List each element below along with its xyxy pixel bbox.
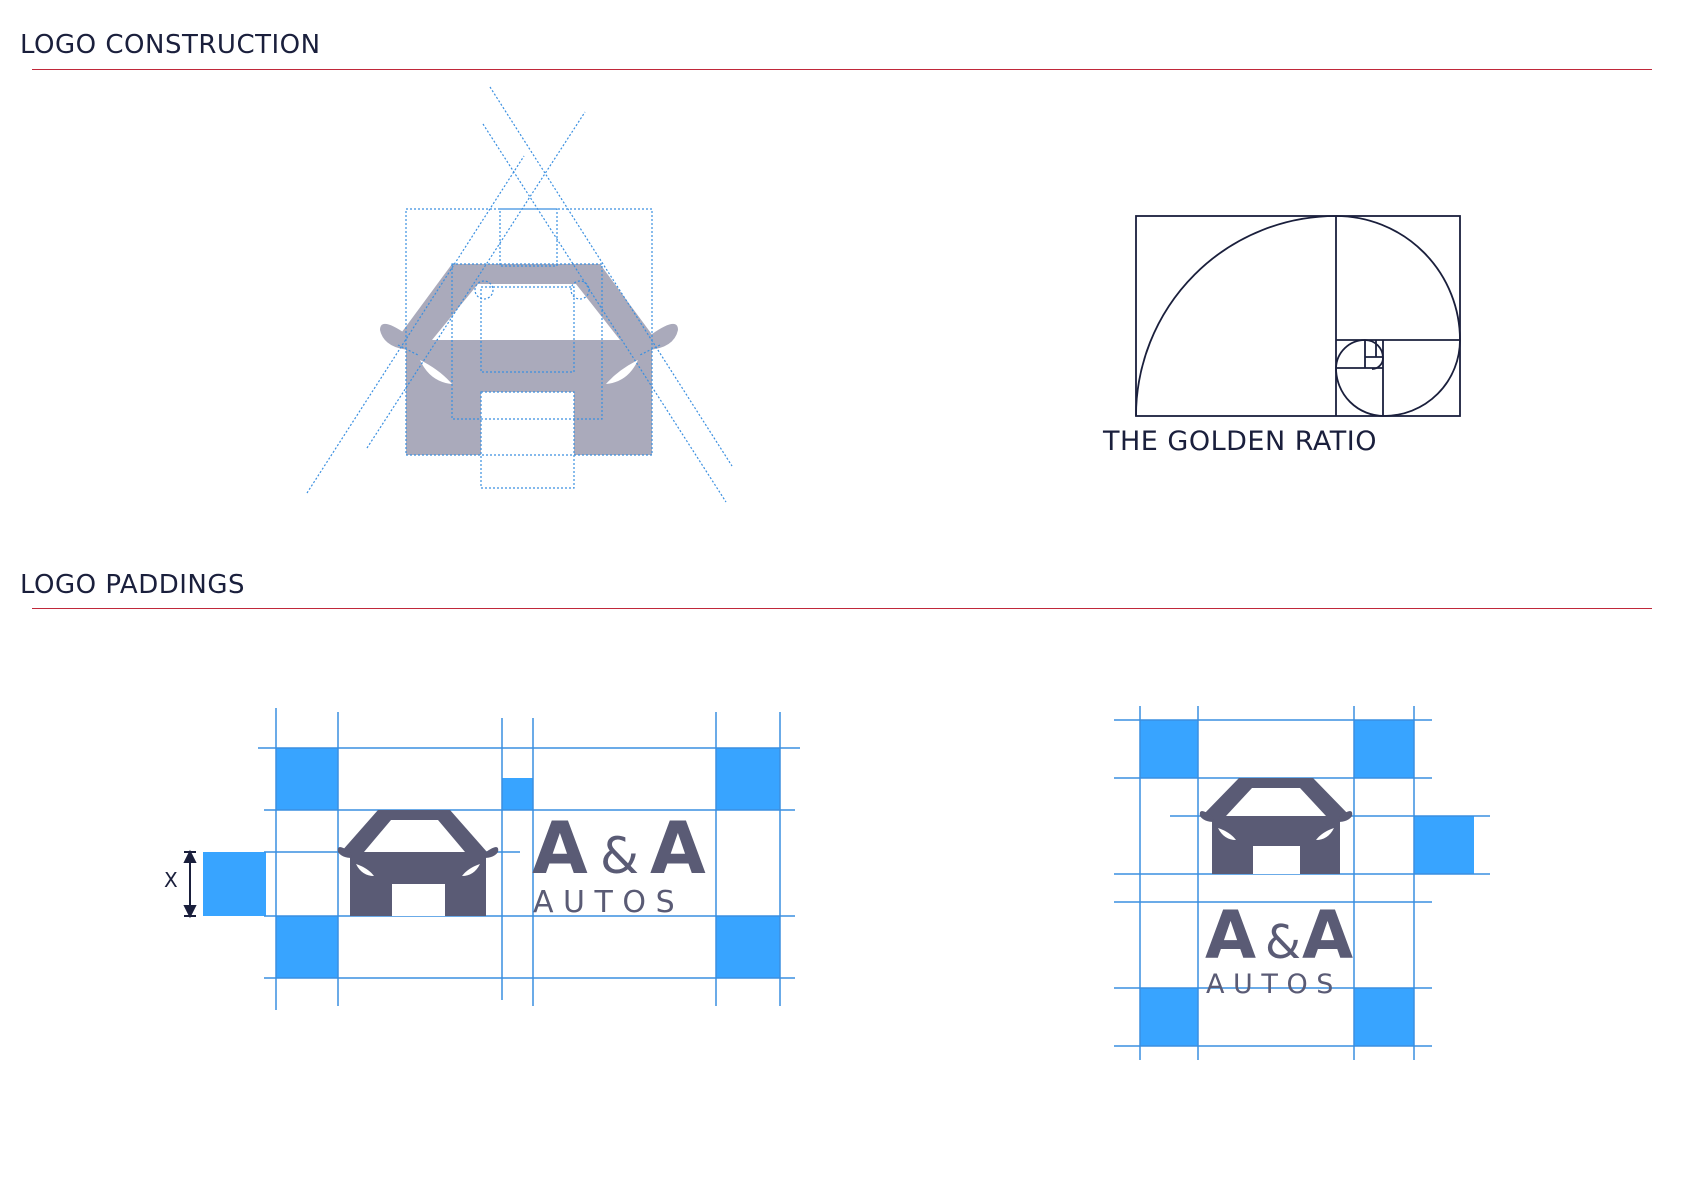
construction-guides [306, 86, 733, 503]
brand-name-a1: A [532, 806, 588, 890]
section-rule-construction [32, 69, 1652, 70]
brand-name-a2: A [650, 806, 706, 890]
brand-ampersand-stacked: & [1265, 915, 1301, 969]
brand-tagline: A U T O S [533, 885, 675, 920]
padding-blocks [203, 748, 780, 978]
x-unit-label: X [164, 868, 178, 892]
section-title-paddings: LOGO PADDINGS [20, 570, 246, 600]
brand-car-icon [337, 810, 499, 916]
brand-car-icon-stacked [1199, 778, 1353, 874]
construction-car-logo [380, 264, 678, 455]
golden-ratio-caption: THE GOLDEN RATIO [1102, 426, 1378, 457]
brand-tagline-stacked: A U T O S [1206, 969, 1333, 1000]
brand-name-a2-stacked: A [1302, 897, 1353, 974]
x-dimension-arrow [183, 849, 197, 919]
section-rule-paddings [32, 608, 1652, 609]
brand-ampersand: & [600, 827, 639, 885]
brand-name-a1-stacked: A [1205, 897, 1256, 974]
padding-blocks-stacked [1140, 720, 1474, 1046]
section-title-construction: LOGO CONSTRUCTION [20, 30, 321, 60]
